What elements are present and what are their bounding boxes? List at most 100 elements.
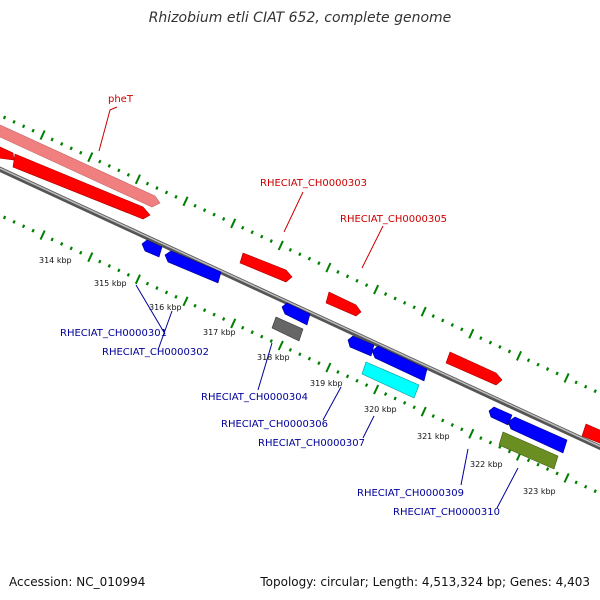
gc-tick [269, 339, 273, 343]
gc-tick [221, 317, 226, 321]
backbone-highlight [0, 167, 600, 448]
gc-tick [450, 323, 454, 327]
gene-RHECIAT_CH0000307[interactable] [371, 345, 428, 382]
gc-tick [39, 130, 46, 141]
gene-RHECIAT_CH0000304[interactable] [281, 302, 311, 326]
gc-tick [241, 225, 245, 230]
gc-tick [39, 230, 46, 241]
label-pheT: pheT [108, 94, 134, 105]
gc-tick [307, 356, 312, 361]
label-RHECIAT_CH0000302: RHECIAT_CH0000302 [102, 347, 209, 358]
gc-tick [526, 358, 531, 363]
reverse-strand-genes [141, 239, 568, 470]
gc-tick [583, 484, 588, 489]
gc-tick [515, 350, 523, 361]
scale-tick-label: 316 kbp [149, 303, 182, 312]
gc-tick [460, 327, 464, 332]
gc-tick [182, 196, 189, 207]
gc-tick [117, 268, 121, 273]
scale-tick-label: 314 kbp [39, 256, 72, 265]
gc-tick [230, 318, 237, 329]
gc-tick [145, 281, 150, 286]
gc-tick [126, 272, 131, 277]
gc-tick [87, 252, 94, 263]
gc-tick [21, 124, 26, 129]
gc-tick [60, 242, 64, 246]
label-RHECIAT_CH0000307: RHECIAT_CH0000307 [258, 438, 365, 449]
gene-rna-cyan[interactable] [361, 361, 420, 399]
accession-text: Accession: NC_010994 [9, 575, 146, 589]
gene-RHECIAT_CH0000302[interactable] [164, 250, 222, 284]
gene-fwd-6[interactable] [445, 351, 503, 386]
gc-tick [145, 181, 150, 186]
gene-RHECIAT_CH0000309[interactable] [488, 406, 513, 426]
gene-fwd-1[interactable] [0, 146, 15, 161]
gc-tick [50, 237, 54, 242]
gene-RHECIAT_CH0000301[interactable] [141, 239, 163, 258]
gene-fwd-2[interactable] [12, 153, 151, 220]
gc-tick [563, 372, 570, 383]
gc-tick [383, 392, 388, 396]
gc-tick [325, 362, 332, 373]
gc-tick [107, 264, 111, 268]
gc-tick [468, 328, 475, 339]
gc-tick [288, 247, 293, 252]
gene-olive[interactable] [498, 431, 559, 470]
label-RHECIAT_CH0000305: RHECIAT_CH0000305 [340, 214, 447, 225]
gc-tick [2, 115, 7, 120]
gene-fwd-7[interactable] [581, 423, 600, 444]
gc-tick [336, 270, 340, 274]
topology-text: Topology: circular; Length: 4,513,324 bp… [260, 575, 590, 589]
gc-tick [250, 230, 254, 235]
gc-tick [307, 256, 312, 261]
gc-tick [526, 458, 531, 463]
gc-tick [536, 362, 540, 367]
gc-tick [164, 190, 169, 195]
gc-tick [479, 336, 483, 341]
gc-tick [402, 400, 407, 405]
gc-tick [193, 303, 197, 308]
gene-RHECIAT_CH0000310[interactable] [507, 416, 568, 454]
gc-tick [79, 250, 83, 255]
gc-tick [317, 361, 321, 366]
gc-tick [345, 274, 350, 279]
gene-RHECIAT_CH0000305[interactable] [325, 291, 362, 317]
gc-tick [402, 300, 407, 305]
gc-tick [260, 334, 264, 339]
gc-tick [545, 467, 550, 471]
gc-tick [134, 174, 141, 185]
gc-tick [134, 274, 141, 285]
gc-tick [269, 239, 273, 243]
gc-tick [277, 240, 284, 251]
gc-tick [317, 261, 321, 266]
gc-tick [250, 330, 254, 335]
gc-tick [126, 172, 131, 177]
gc-tick [498, 345, 502, 349]
gc-tick [117, 168, 121, 173]
gc-tick [230, 218, 237, 229]
label-RHECIAT_CH0000303: RHECIAT_CH0000303 [260, 178, 367, 189]
gc-tick [31, 228, 35, 233]
gc-tick [431, 314, 435, 318]
gene-RHECIAT_CH0000303[interactable] [239, 252, 293, 283]
gc-tick [202, 208, 207, 213]
gc-tick [336, 370, 340, 374]
gc-tick [50, 137, 54, 142]
gc-tick [174, 194, 178, 199]
gc-tick [593, 489, 597, 494]
gc-tick [345, 374, 350, 379]
gene-pheT[interactable] [0, 124, 161, 208]
gc-content-ticks [2, 115, 597, 494]
gc-tick [431, 414, 435, 418]
gc-tick [355, 278, 359, 283]
gc-tick [288, 347, 293, 352]
gene-pseudo-grey[interactable] [271, 316, 304, 342]
gc-tick [241, 325, 245, 330]
gc-tick [69, 146, 73, 151]
gene-RHECIAT_CH0000306[interactable] [347, 335, 375, 357]
gc-tick [536, 462, 540, 467]
forward-strand-genes [0, 124, 600, 444]
gc-tick [98, 159, 102, 164]
scale-tick-label: 322 kbp [470, 460, 503, 469]
gc-tick [193, 203, 197, 208]
